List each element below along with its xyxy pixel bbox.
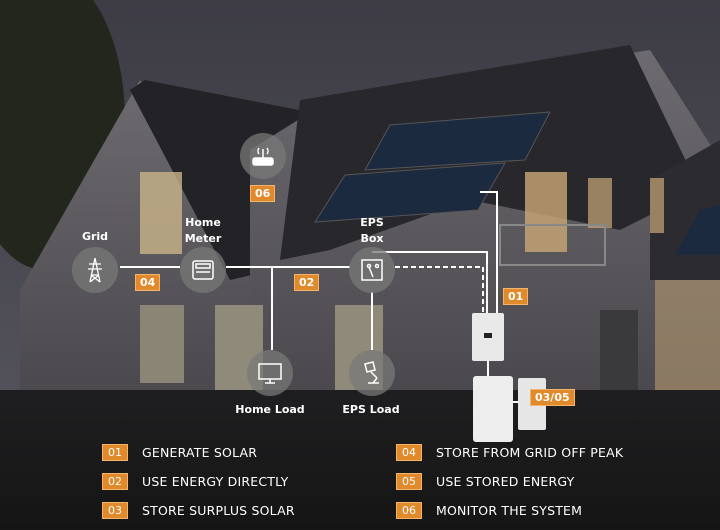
legend-badge: 02: [102, 473, 128, 490]
home-load-label: Home Load: [235, 403, 305, 416]
home-load-node: [247, 350, 293, 396]
legend-badge: 03: [102, 502, 128, 519]
legend-text: MONITOR THE SYSTEM: [436, 503, 583, 518]
legend-text: USE STORED ENERGY: [436, 474, 575, 489]
eps-box-node: [349, 247, 395, 293]
monitor-icon: [258, 363, 282, 384]
eps-load-label: EPS Load: [342, 403, 400, 416]
legend-badge: 04: [396, 444, 422, 461]
legend-text: GENERATE SOLAR: [142, 445, 258, 460]
switch-icon: [361, 259, 383, 281]
legend-badge: 06: [396, 502, 422, 519]
legend-text: STORE SURPLUS SOLAR: [142, 503, 295, 518]
badge-06: 06: [250, 185, 276, 202]
eps-load-node: [349, 350, 395, 396]
meter-icon: [192, 260, 214, 280]
legend-item: 01 GENERATE SOLAR: [102, 444, 257, 461]
eps-box-label-line1: EPS: [360, 216, 384, 229]
lamp-icon: [364, 361, 379, 384]
legend-item: 05 USE STORED ENERGY: [396, 473, 574, 490]
eps-box-label-line2: Box: [360, 232, 384, 245]
wifi-router-icon: [252, 147, 274, 166]
badge-03-05: 03/05: [530, 389, 575, 406]
grid-label: Grid: [81, 230, 109, 243]
home-meter-label-line2: Meter: [184, 232, 222, 245]
legend-item: 03 STORE SURPLUS SOLAR: [102, 502, 295, 519]
legend-badge: 05: [396, 473, 422, 490]
badge-04: 04: [135, 274, 161, 291]
legend-text: USE ENERGY DIRECTLY: [142, 474, 289, 489]
home-meter-label-line1: Home: [185, 216, 221, 229]
legend-badge: 01: [102, 444, 128, 461]
grid-node: [72, 247, 118, 293]
legend-item: 04 STORE FROM GRID OFF PEAK: [396, 444, 623, 461]
legend-text: STORE FROM GRID OFF PEAK: [436, 445, 624, 460]
eps-box-label: EPS Box: [360, 215, 384, 247]
legend-item: 02 USE ENERGY DIRECTLY: [102, 473, 288, 490]
monitor-node: [240, 133, 286, 179]
power-tower-icon: [88, 257, 102, 283]
legend-item: 06 MONITOR THE SYSTEM: [396, 502, 582, 519]
home-meter-node: [180, 247, 226, 293]
badge-01: 01: [503, 288, 529, 305]
badge-02: 02: [294, 274, 320, 291]
